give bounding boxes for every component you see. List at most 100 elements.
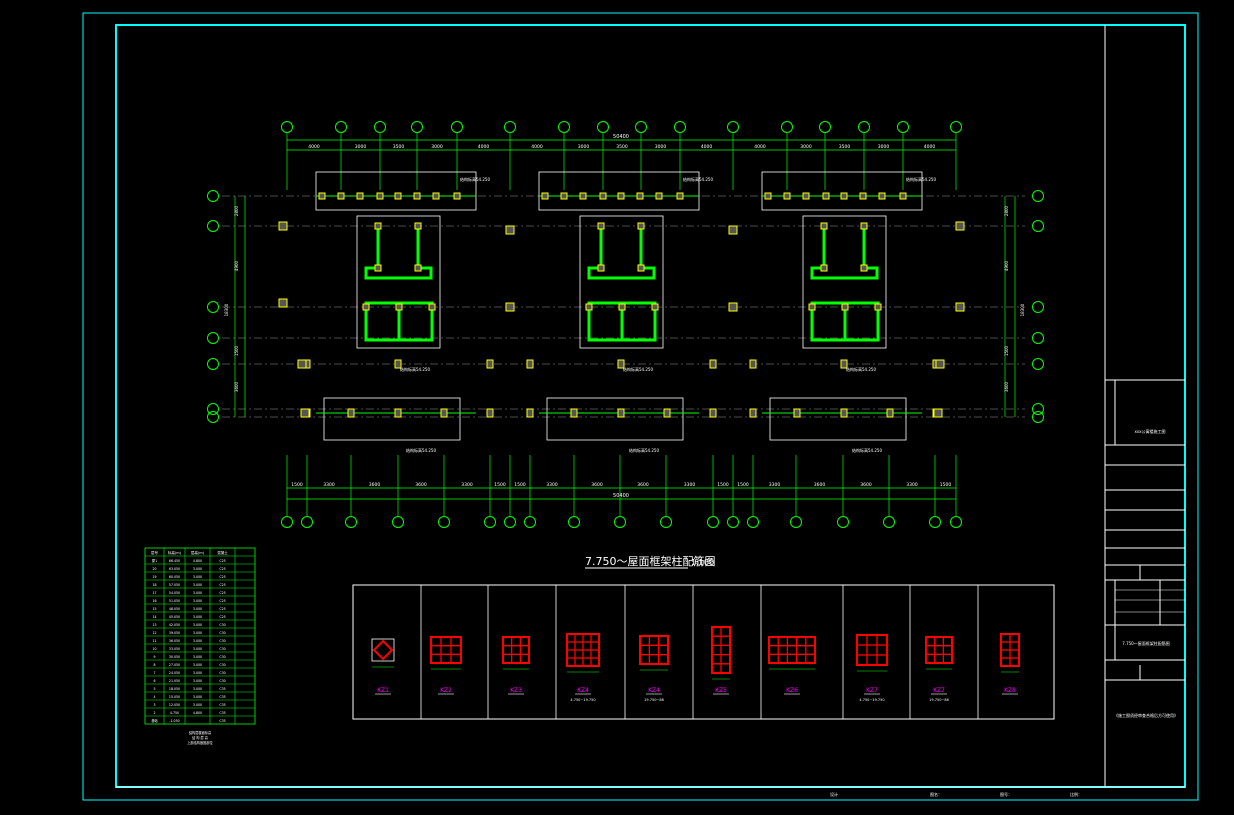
dim-text-top: 4000	[701, 144, 713, 150]
table-cell: 3.000	[193, 631, 202, 635]
top-detail-box	[761, 171, 923, 211]
dim-text-bottom: 1500	[291, 482, 303, 488]
rebar-tie	[925, 636, 953, 664]
table-cell: C35	[219, 711, 225, 715]
table-cell: 18	[152, 583, 156, 587]
axis-bubble-bottom	[929, 516, 941, 528]
column	[749, 359, 757, 369]
axis-bubble-top	[281, 121, 293, 133]
axis-bubble-bottom	[568, 516, 580, 528]
column	[618, 303, 626, 311]
column	[899, 192, 907, 200]
column	[637, 264, 645, 272]
title-block-project: xxx公寓楼施工图	[1134, 428, 1165, 434]
table-cell: C30	[219, 623, 225, 627]
dim-text-bottom: 1500	[717, 482, 729, 488]
dim-text-top: 3000	[800, 144, 812, 150]
column	[337, 192, 345, 200]
table-cell: 14	[152, 615, 156, 619]
dim-text-top: 3000	[578, 144, 590, 150]
dim-text-right: 4900	[1004, 260, 1009, 271]
table-cell: 15.050	[169, 695, 180, 699]
dim-text-bottom: 3600	[591, 482, 603, 488]
table-cell: 3.000	[193, 679, 202, 683]
axis-bubble-top	[597, 121, 609, 133]
table-cell: 3.000	[193, 623, 202, 627]
column	[822, 192, 830, 200]
table-header-cell: 层号	[151, 550, 158, 555]
table-footer: 上部结构嵌固部位	[187, 740, 213, 745]
table-cell: 15	[152, 607, 156, 611]
column	[935, 359, 945, 369]
dim-text-bottom: 3300	[546, 482, 558, 488]
elevation-note: 结构标高54.250	[906, 176, 936, 182]
table-cell: C30	[219, 639, 225, 643]
axis-bubble-top	[674, 121, 686, 133]
column	[728, 225, 738, 235]
column	[541, 192, 549, 200]
column	[297, 359, 307, 369]
table-cell: 33.050	[169, 647, 180, 651]
axis-bubble-bottom	[950, 516, 962, 528]
column	[802, 192, 810, 200]
top-detail-box	[315, 171, 477, 211]
core-box	[579, 215, 664, 349]
dim-text-top: 3500	[393, 144, 405, 150]
rebar-tie	[639, 635, 669, 665]
table-cell: 基础	[151, 718, 157, 723]
axis-bubble-top	[504, 121, 516, 133]
column	[841, 303, 849, 311]
table-footer: 结 构 层 高	[192, 735, 208, 740]
table-cell: 54.050	[169, 591, 180, 595]
bottom-detail-box	[323, 397, 461, 441]
section-label: KZ1	[377, 687, 389, 694]
column	[840, 359, 848, 369]
column	[874, 303, 882, 311]
dim-text-top: 4000	[531, 144, 543, 150]
drawing-scale: 1:100	[691, 558, 714, 567]
axis-bubble-bottom	[345, 516, 357, 528]
dim-text-left: 1500	[234, 345, 239, 356]
axis-bubble-left	[207, 411, 219, 423]
table-cell: 27.050	[169, 663, 180, 667]
table-cell: C25	[219, 583, 225, 587]
table-header-cell: 混凝土	[217, 550, 228, 555]
column	[651, 303, 659, 311]
dim-text-bottom: 3300	[906, 482, 918, 488]
table-cell: C25	[219, 607, 225, 611]
column	[933, 408, 943, 418]
section-label: KZ6	[786, 687, 798, 694]
table-cell: 20	[152, 567, 156, 571]
elevation-note: 结构标高54.250	[406, 447, 436, 453]
dim-text-bottom: 3300	[684, 482, 696, 488]
column	[374, 264, 382, 272]
table-cell: 8	[153, 663, 155, 667]
table-cell: 36.050	[169, 639, 180, 643]
axis-bubble-top	[897, 121, 909, 133]
elevation-note: 结构标高54.250	[400, 366, 430, 372]
table-cell: 11	[152, 639, 156, 643]
column	[599, 192, 607, 200]
dim-text-bottom: 3300	[769, 482, 781, 488]
table-cell: 39.050	[169, 631, 180, 635]
core-box	[802, 215, 887, 349]
axis-bubble-right	[1032, 190, 1044, 202]
table-cell: C35	[219, 695, 225, 699]
sections-frame	[352, 584, 1055, 720]
axis-bubble-bottom	[301, 516, 313, 528]
axis-bubble-left	[207, 301, 219, 313]
axis-bubble-bottom	[392, 516, 404, 528]
column	[793, 408, 801, 418]
table-cell: C30	[219, 679, 225, 683]
column	[347, 408, 355, 418]
table-cell: C30	[219, 655, 225, 659]
dim-text-top: 3500	[839, 144, 851, 150]
table-cell: 24.050	[169, 671, 180, 675]
dim-text-bottom: 3600	[415, 482, 427, 488]
axis-bubble-left	[207, 220, 219, 232]
column	[655, 192, 663, 200]
axis-bubble-top	[781, 121, 793, 133]
elevation-note: 结构标高54.250	[629, 447, 659, 453]
table-header-cell: 标高(m)	[168, 550, 182, 555]
